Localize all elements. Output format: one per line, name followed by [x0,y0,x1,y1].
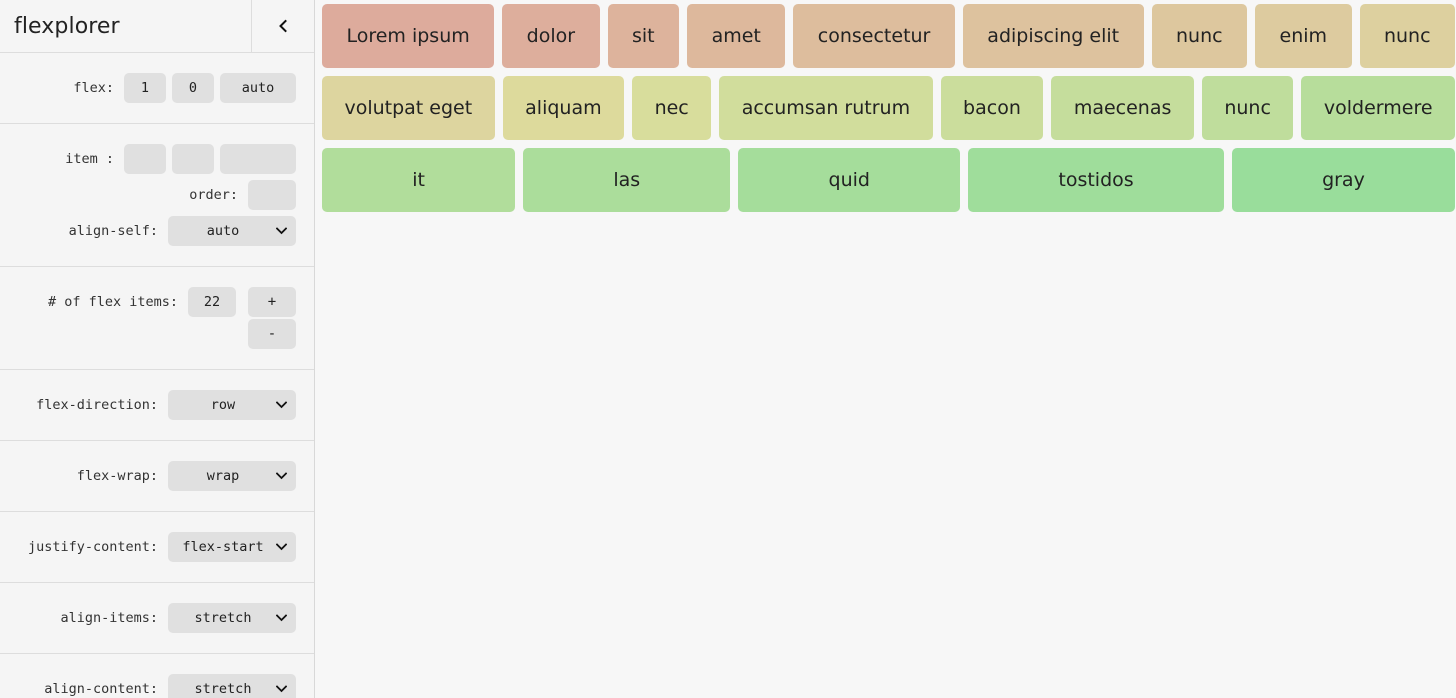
section-flex-wrap: flex-wrap: wrap [0,441,314,512]
chevron-down-icon [275,539,288,555]
sidebar-collapse-button[interactable] [251,0,314,52]
item-shrink-input[interactable] [172,144,214,174]
flex-item[interactable]: nec [632,76,712,140]
justify-content-select[interactable]: flex-start [168,532,296,562]
flex-item[interactable]: bacon [940,76,1044,140]
flex-item[interactable]: Lorem ipsum [322,4,495,68]
flex-direction-label: flex-direction: [36,397,158,413]
align-content-select[interactable]: stretch [168,674,296,698]
flex-item[interactable]: consectetur [793,4,955,68]
page-title: flexplorer [14,13,120,39]
flex-direction-select-wrap: row [168,390,296,420]
align-self-select-wrap: auto [168,216,296,246]
align-content-row: align-content: stretch [0,674,314,698]
flex-wrap-row: flex-wrap: wrap [0,461,314,491]
flex-shorthand-row: flex: [0,73,314,103]
flex-item[interactable]: nunc [1151,4,1248,68]
flex-item[interactable]: las [523,148,731,212]
chevron-down-icon [275,397,288,413]
flex-item[interactable]: adipiscing elit [962,4,1144,68]
flex-wrap-value: wrap [206,468,240,484]
flex-item[interactable]: maecenas [1051,76,1194,140]
order-row: order: [0,180,314,210]
align-items-select-wrap: stretch [168,603,296,633]
item-row: item : [0,144,314,174]
chevron-down-icon [275,681,288,697]
align-self-label: align-self: [68,223,158,239]
flex-item[interactable]: voldermere [1301,76,1456,140]
increment-button[interactable]: + [248,287,296,317]
align-self-row: align-self: auto [0,216,314,246]
chevron-down-icon [275,468,288,484]
flex-shrink-input[interactable] [172,73,214,103]
flex-item[interactable]: nunc [1359,4,1456,68]
sidebar-header: flexplorer [0,0,314,53]
flex-direction-row: flex-direction: row [0,390,314,420]
flex-items-count-label: # of flex items: [47,294,178,310]
flex-items-count-input[interactable] [188,287,236,317]
align-content-value: stretch [194,681,252,697]
flex-label: flex: [73,80,114,96]
flex-item[interactable]: enim [1255,4,1352,68]
justify-content-select-wrap: flex-start [168,532,296,562]
flex-item[interactable]: nunc [1201,76,1294,140]
chevron-left-icon [277,19,289,33]
flex-basis-input[interactable] [220,73,296,103]
justify-content-label: justify-content: [27,539,158,555]
flex-item[interactable]: quid [738,148,961,212]
flex-item[interactable]: volutpat eget [322,76,495,140]
flex-grow-input[interactable] [124,73,166,103]
chevron-down-icon [275,610,288,626]
flex-direction-select[interactable]: row [168,390,296,420]
justify-content-row: justify-content: flex-start [0,532,314,562]
item-label: item : [65,151,114,167]
align-items-row: align-items: stretch [0,603,314,633]
align-content-select-wrap: stretch [168,674,296,698]
flex-direction-value: row [210,397,236,413]
flex-wrap-select[interactable]: wrap [168,461,296,491]
flex-item[interactable]: sit [607,4,680,68]
flex-item[interactable]: dolor [502,4,600,68]
flex-item[interactable]: it [322,148,516,212]
flex-wrap-select-wrap: wrap [168,461,296,491]
item-basis-input[interactable] [220,144,296,174]
section-align-items: align-items: stretch [0,583,314,654]
flex-item[interactable]: gray [1231,148,1456,212]
chevron-down-icon [275,223,288,239]
order-input[interactable] [248,180,296,210]
flex-item[interactable]: tostidos [968,148,1224,212]
flex-items-stepper: + - [248,287,296,349]
section-justify-content: justify-content: flex-start [0,512,314,583]
item-grow-input[interactable] [124,144,166,174]
section-item-count: # of flex items: + - [0,267,314,370]
align-self-select[interactable]: auto [168,216,296,246]
align-self-value: auto [206,223,240,239]
align-items-value: stretch [194,610,252,626]
decrement-button[interactable]: - [248,319,296,349]
flex-items-count-row: # of flex items: + - [0,287,314,349]
section-align-content: align-content: stretch [0,654,314,698]
align-items-label: align-items: [60,610,158,626]
flex-item[interactable]: accumsan rutrum [719,76,933,140]
flex-wrap-label: flex-wrap: [76,468,158,484]
order-label: order: [189,187,238,203]
align-items-select[interactable]: stretch [168,603,296,633]
section-item-props: item : order: align-self: auto [0,124,314,267]
section-flex-direction: flex-direction: row [0,370,314,441]
align-content-label: align-content: [44,681,158,697]
section-flex-shorthand: flex: [0,53,314,124]
sidebar: flexplorer flex: item : [0,0,315,698]
flex-item[interactable]: amet [687,4,786,68]
flex-item[interactable]: aliquam [502,76,625,140]
justify-content-value: flex-start [182,539,264,555]
